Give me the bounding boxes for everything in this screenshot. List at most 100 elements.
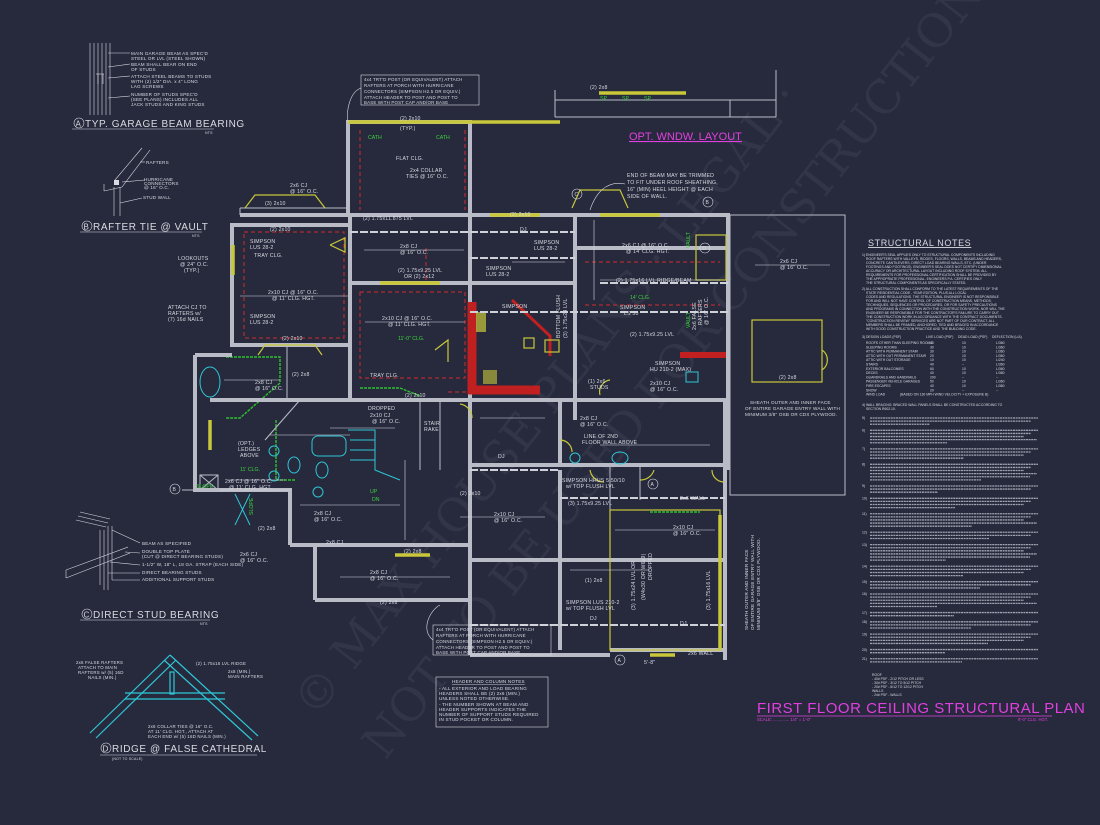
drawing-line (699, 242, 711, 254)
plan-annotation: @ 16" O.C. (144, 185, 169, 190)
drawing-line: SHEATH OUTER AND INNER FACE OF ENTIRE GA… (744, 400, 840, 630)
plan-annotation: ENGINEER BE RESPONSIBLE FOR THE CONTRACT… (866, 311, 999, 315)
plan-annotation: 2x10 CJ (673, 525, 694, 531)
drawing-line (107, 95, 131, 99)
plan-annotation: SIMPSON (250, 314, 275, 320)
plan-annotation: SIMPSON (620, 305, 645, 311)
drawing-line (523, 337, 535, 349)
plan-annotation: HU 210-2 (MAX) (650, 367, 691, 373)
note-number: 19) (862, 632, 867, 636)
plan-annotation: (2) 1.75x9.25 LVL (630, 332, 674, 338)
plan-annotation: @ 11' CLG. HGT. (229, 485, 272, 491)
plan-annotation: OF STUDS (131, 67, 156, 72)
plan-annotation: (2) 2x8 (404, 549, 422, 555)
plan-annotation: ATTACH STEEL BEAMS TO STUDS (131, 74, 211, 79)
plan-annotation: @ 11' CLG. HGT. (272, 296, 315, 302)
plan-annotation: BEAM AS SPECIFIED (142, 541, 192, 546)
load-value: -- (962, 375, 964, 379)
plan-annotation: 2x6 CJ (240, 552, 258, 558)
plan-annotation: (SEE PLANS) INCLUDES ALL (131, 97, 198, 102)
plan-annotation: A (651, 482, 655, 488)
plan-annotation: (2) 2x10 (405, 393, 426, 399)
drawing-line (89, 654, 171, 734)
drawing-line (702, 196, 714, 208)
plan-annotation: CONNECTORS (SIMPSON H2.5 OR EQUIV.) (436, 639, 533, 644)
drawing-line (124, 551, 141, 554)
drawing-line (103, 147, 151, 216)
plan-annotation: NUMBER OF STUDS SPEC'D (131, 92, 198, 97)
plan-annotation: SECTION R602.10. (866, 407, 896, 411)
load-value: -- (996, 388, 998, 392)
drawing-line (711, 469, 725, 483)
plan-annotation: (TYP.) (400, 126, 416, 132)
plan-annotation: - 30# PSF - 3/12 TO 5/12 PITCH (872, 681, 922, 685)
plan-annotation: 4x4 TRT'D POST (OR EQUIVALENT) ATTACH (436, 627, 535, 632)
plan-annotation: FOR AND WILL NOT HAVE CONTROL OF CONSTRU… (866, 299, 992, 303)
plan-annotation: (3) 1.75x16 LVL (706, 570, 712, 610)
plan-annotation: BASE WITH POST CAP AND/OR BASE (436, 650, 520, 655)
plan-annotation: MAIN RAFTERS (228, 674, 263, 679)
plan-annotation: (3) 1.75x24 LVL OR (631, 561, 637, 610)
plan-annotation: CONNECTORS (144, 181, 179, 186)
drawing-line (571, 188, 583, 200)
plan-annotation: NUMBER OF SUPPORT STUDS REQUIRED (439, 712, 539, 717)
plan-annotation: OR (2) 2x12 (404, 274, 434, 280)
drawing-line (544, 339, 560, 353)
drawing-line (199, 474, 219, 491)
plan-annotation: NTS (205, 131, 213, 135)
plan-annotation: OF ENTIRE GARAGE ENTRY WALL WITH (745, 406, 840, 411)
plan-annotation: 2x10 CJ (494, 512, 515, 518)
load-value: 40 (930, 341, 934, 345)
plan-annotation: ABOVE (240, 453, 259, 459)
plan-annotation: 2x8 CJ (326, 540, 344, 546)
drawing-line (467, 302, 540, 395)
plan-annotation: ATTACH HEADER TO POST AND POST TO (364, 95, 458, 100)
plan-annotation: @ 16" O.C. (314, 517, 342, 523)
plan-annotation: @ 16" O.C. (673, 531, 701, 537)
drawing-line (65, 511, 141, 590)
plan-annotation: DEAD LOAD (PSF) (958, 335, 987, 339)
plan-annotation: RAFTERS w/ (5) 16D (78, 670, 124, 675)
note-number: 15) (862, 580, 867, 584)
drawing-line (312, 486, 324, 498)
plan-annotation: (CUT @ DIRECT BEARING STUDS) (142, 554, 223, 559)
drawing-line (169, 483, 181, 495)
drawing-line (751, 319, 823, 383)
plan-annotation: STATE RESIDENTIAL CODE - YEAR EDITION, P… (866, 291, 967, 295)
load-value: 20 (930, 388, 934, 392)
plan-annotation: 2x8 (MIN.) (228, 669, 251, 674)
plan-annotation: SIMPSON (486, 266, 511, 272)
plan-annotation: @ 24" O.C. (180, 262, 208, 268)
load-value: 10 (962, 341, 966, 345)
plan-annotation: TRAY CLG. (370, 373, 399, 379)
note-number: 17) (862, 611, 867, 615)
drawing-line (121, 149, 151, 188)
plan-annotation: FLAT CLG. (396, 156, 424, 162)
plan-annotation: 2) ALL CONSTRUCTION SHALL CONFORM TO THE… (862, 287, 999, 291)
plan-annotation: LAG SCREWS (131, 84, 164, 89)
load-value: 10 (962, 380, 966, 384)
plan-annotation: FLOOR WALL ABOVE (582, 440, 638, 446)
plan-annotation: (W4x30 OR W6x9) (641, 553, 647, 600)
plan-annotation: AND PROGRAMS IN CONNECTION WITH THE CONS… (866, 307, 1006, 311)
load-value: L/360 (996, 341, 1005, 345)
drawing-line (729, 214, 846, 496)
plan-annotation: - 40# PSF - 2/12 PITCH OR LESS (872, 677, 924, 681)
plan-annotation: BEAM SHALL BEAR ON END (131, 62, 197, 67)
plan-annotation: (2) 1.75x11.875 LVL (363, 216, 413, 222)
load-value: 10 (962, 358, 966, 362)
detail-markers (169, 188, 714, 666)
plan-annotation: CODES AND REGULATIONS. THE STRUCTURAL EN… (866, 295, 1000, 299)
plan-annotation: (2) 2x8 (779, 375, 797, 381)
plan-annotation: CONCRETE CANTILEVERS, DIRECT LOAD BEARIN… (866, 261, 987, 265)
plan-annotation: STUDS (590, 385, 609, 391)
plan-annotation: RAFTERS AT PORCH WITH HURRICANE (364, 83, 454, 88)
note-number: 12) (862, 530, 867, 534)
drawing-line (589, 183, 626, 211)
plan-annotation: - 24# PSF - WALLS (872, 693, 902, 697)
plan-annotation: DN (372, 497, 380, 503)
